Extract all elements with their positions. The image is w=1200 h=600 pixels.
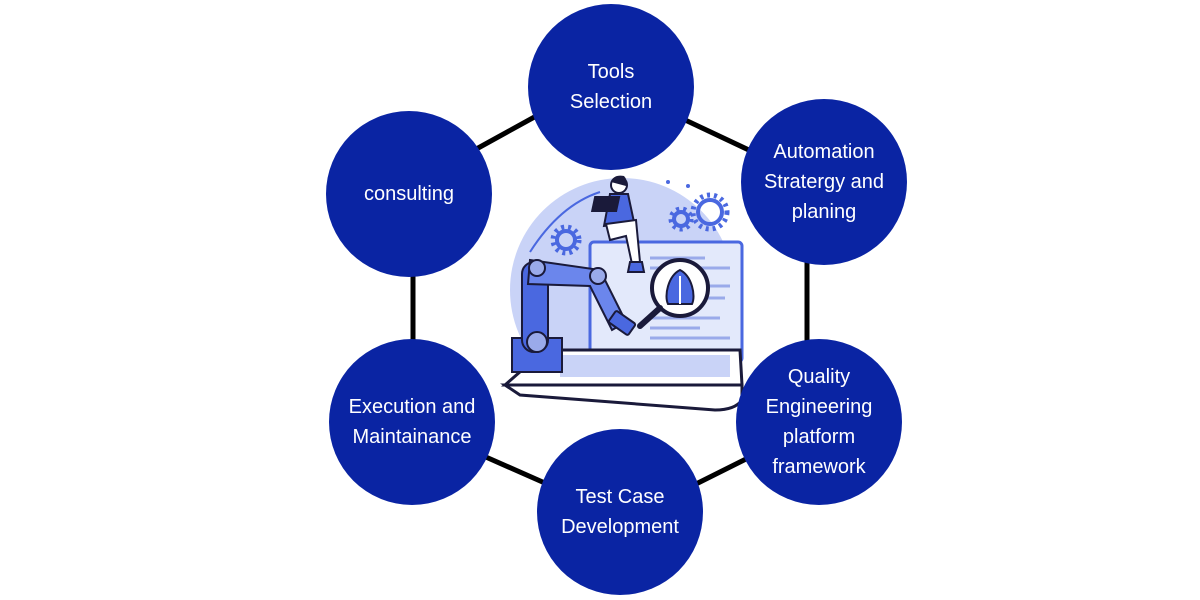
gear-teeth-icon — [550, 192, 730, 256]
person-hair — [611, 175, 627, 186]
sparkle-dot — [686, 184, 690, 188]
gear-icon — [555, 198, 724, 251]
person-shoe — [626, 261, 646, 273]
laptop-trackpad — [560, 355, 730, 377]
person-laptop-icon — [590, 196, 621, 212]
robot-arm-gripper — [607, 310, 637, 336]
node-automation-strategy: Automation Stratergy and planing — [741, 99, 907, 265]
robot-arm-joint — [589, 267, 607, 285]
node-execution-maintenance: Execution and Maintainance — [329, 339, 495, 505]
node-quality-engineering: Quality Engineering platform framework — [736, 339, 902, 505]
node-test-case-development: Test Case Development — [537, 429, 703, 595]
decorative-arc — [529, 191, 601, 253]
node-consulting: consulting — [326, 111, 492, 277]
sparkle-dot — [666, 180, 670, 184]
robot-arm-joint — [528, 259, 546, 277]
robot-arm-laptop-bug-icon — [500, 175, 744, 412]
laptop-front-edge — [500, 383, 744, 412]
robot-arm-joint — [526, 331, 548, 353]
magnifier-handle — [637, 305, 663, 329]
node-tools-selection: Tools Selection — [528, 4, 694, 170]
